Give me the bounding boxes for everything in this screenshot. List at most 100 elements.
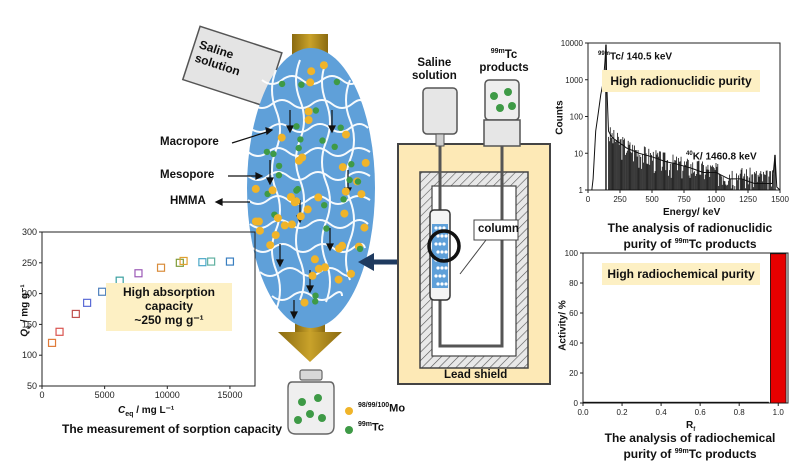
radiochem-caption: The analysis of radiochemical purity of … xyxy=(580,431,800,461)
mo-particle xyxy=(273,214,282,223)
peak1-text: Tc/ 140.5 keV xyxy=(610,51,673,63)
mo-particle xyxy=(268,186,277,195)
sorption-x-tick-label: 15000 xyxy=(217,390,242,400)
mo-particle xyxy=(251,217,260,226)
radiochem-x-tick-label: 0.2 xyxy=(616,408,628,417)
ellipse-particles xyxy=(251,61,370,307)
mo-particle xyxy=(287,220,296,229)
radiochem-bar xyxy=(770,253,787,404)
mo-particle xyxy=(300,298,309,307)
mo-particle xyxy=(286,193,295,201)
radiochem-x-tick-label: 0.6 xyxy=(695,408,707,417)
mo-particle xyxy=(314,193,323,202)
spectrum-x-tick-label: 500 xyxy=(645,195,659,204)
column-bead xyxy=(440,266,444,270)
sorption-y-tick-label: 250 xyxy=(22,258,37,268)
spectrum-y-tick-label: 100 xyxy=(570,113,584,122)
products-word: products xyxy=(479,61,529,74)
spectrum-x-tick-label: 1000 xyxy=(707,195,725,204)
spectrum-y-tick-label: 1 xyxy=(579,186,584,195)
sorption-callout: High absorption capacity ~250 mg g⁻¹ xyxy=(106,283,232,331)
tc-particle xyxy=(275,172,283,179)
radiochem-y-tick-label: 60 xyxy=(569,309,578,318)
tc-particle xyxy=(293,123,300,130)
mo-particle xyxy=(307,67,316,76)
mo-particle xyxy=(266,241,275,250)
column-bead xyxy=(436,250,440,254)
products-mass-number: 99m xyxy=(490,48,505,55)
mo-particle xyxy=(306,78,315,87)
rf-symbol: R xyxy=(686,420,694,431)
mo-particle xyxy=(292,197,301,206)
sorption-xlabel: Ceq / mg L⁻¹ xyxy=(118,405,174,418)
qe-symbol: Q xyxy=(19,328,31,337)
tc-particle xyxy=(333,78,341,86)
spectrum-caption: The analysis of radionuclidic purity of … xyxy=(580,221,800,251)
tc-particle xyxy=(348,161,355,168)
mo-particle xyxy=(251,184,260,193)
lead-shield-label: Lead shield xyxy=(444,369,508,381)
column-bead xyxy=(438,242,442,246)
peak2-mass: 40 xyxy=(686,151,693,157)
mo-particle xyxy=(342,130,350,139)
macropore-label: Macropore xyxy=(160,136,219,148)
generator-saline-label: Saline solution xyxy=(412,57,457,82)
ceq-unit: / mg L⁻¹ xyxy=(136,405,175,416)
tc-particle xyxy=(298,81,305,88)
ceq-symbol: C xyxy=(118,405,126,416)
magnifier-ring xyxy=(427,229,461,263)
spectrum-ylabel: Counts xyxy=(554,100,566,135)
mo-particle xyxy=(338,241,347,250)
column-bead xyxy=(438,274,442,278)
mo-symbol: Mo xyxy=(389,402,406,415)
sorption-y-tick-label: 150 xyxy=(22,319,37,329)
radiochem-callout: High radiochemical purity xyxy=(602,263,760,285)
mo-particle xyxy=(341,187,350,196)
sorption-caption: The measurement of sorption capacity xyxy=(62,422,283,436)
mo-particle xyxy=(308,271,317,280)
radiochem-y-tick-label: 0 xyxy=(574,399,579,408)
tc-particle xyxy=(275,162,283,170)
ceq-subscript: eq xyxy=(125,411,134,418)
sorption-x-tick-label: 10000 xyxy=(155,390,180,400)
mo-particle xyxy=(271,231,280,240)
mo-particle xyxy=(357,190,366,199)
spectrum-xlabel: Energy/ keV xyxy=(663,207,721,218)
tc-particle xyxy=(297,136,304,143)
radiochem-y-tick-label: 100 xyxy=(565,249,579,258)
sorption-data-point xyxy=(71,309,80,319)
column-bead xyxy=(444,250,448,254)
sorption-y-tick-label: 200 xyxy=(22,289,37,299)
radiochem-bar xyxy=(582,401,769,404)
hmma-label: HMMA xyxy=(170,195,206,207)
radiochem-y-tick-label: 20 xyxy=(569,369,578,378)
generator-products-label: 99mTc products xyxy=(476,45,532,75)
spectrum-caption-pre: purity of xyxy=(623,237,675,251)
column-bead xyxy=(438,226,442,230)
sorption-data-point xyxy=(198,258,207,267)
radiochem-ylabel: Activity/ % xyxy=(557,300,569,351)
sorption-data-point xyxy=(55,327,64,336)
column-bead xyxy=(442,226,446,230)
mo-particle xyxy=(304,116,313,124)
mo-legend-dot xyxy=(345,407,353,415)
spectrum-x-tick-label: 250 xyxy=(613,195,627,204)
spectrum-callout: High radionuclidic purity xyxy=(602,70,760,92)
column-bead xyxy=(444,234,448,238)
product-tube xyxy=(438,146,504,348)
sorption-y-tick-label: 50 xyxy=(27,381,37,391)
radiochem-x-tick-label: 1.0 xyxy=(773,408,785,417)
mesopore-label: Mesopore xyxy=(160,169,215,181)
sorption-data-point xyxy=(134,269,143,278)
tc-particle xyxy=(312,292,319,299)
mo-particle xyxy=(347,269,355,278)
pore-leader-lines xyxy=(214,127,274,206)
spectrum-caption-mass: 99m xyxy=(674,238,689,245)
column-label: column xyxy=(478,223,519,235)
tc-symbol: Tc xyxy=(372,421,385,434)
column-bead xyxy=(434,242,438,246)
